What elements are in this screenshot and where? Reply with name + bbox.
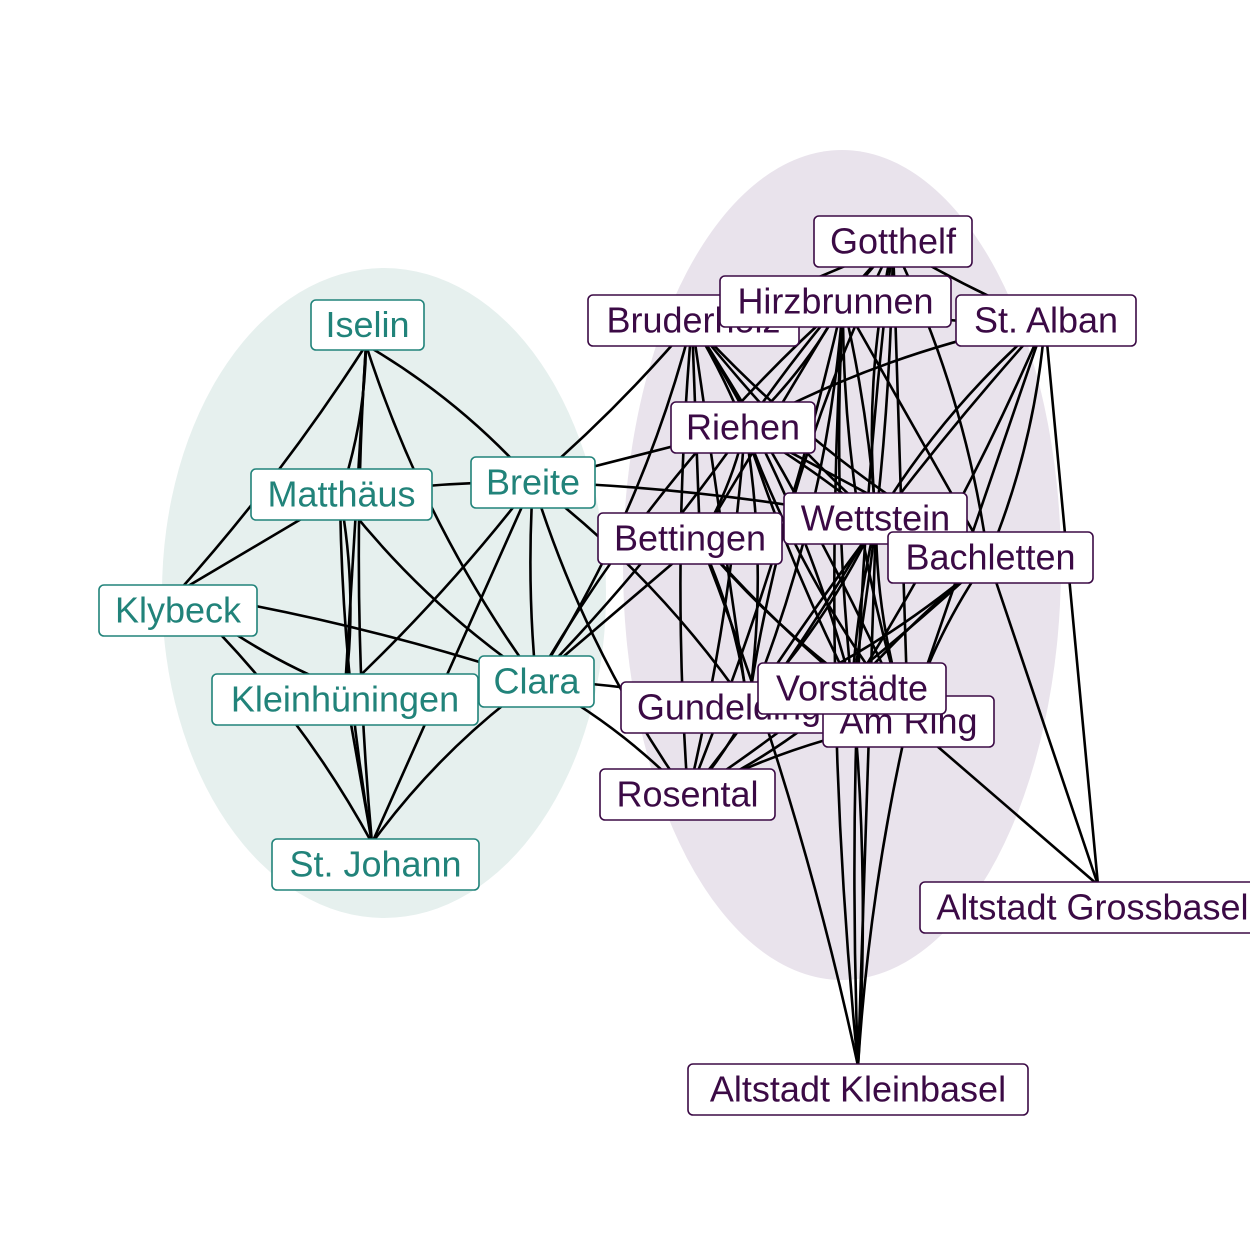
edge-breite-rosental <box>531 481 690 797</box>
edge-breite-stjohann <box>370 481 535 844</box>
node-rosental: Rosental <box>599 768 776 821</box>
cluster-hull-a <box>162 268 606 918</box>
node-iselin: Iselin <box>310 299 425 351</box>
node-box <box>670 401 816 454</box>
edge-riehen-rosental <box>686 427 747 797</box>
node-altgross: Altstadt Grossbasel <box>919 881 1250 934</box>
node-label: Bachletten <box>905 537 1075 578</box>
node-label: Riehen <box>686 407 800 448</box>
node-breite: Breite <box>470 456 596 509</box>
node-label: Rosental <box>616 774 758 815</box>
edge-stalban-altgross <box>1043 320 1100 886</box>
node-vorstaedte: Vorstädte <box>757 662 947 715</box>
node-label: Bettingen <box>614 518 766 559</box>
node-gotthelf: Gotthelf <box>813 215 973 268</box>
node-bachletten: Bachletten <box>887 531 1094 584</box>
node-label: Matthäus <box>267 474 415 515</box>
node-box <box>719 275 952 328</box>
node-box <box>98 584 258 637</box>
node-label: Altstadt Grossbasel <box>936 887 1248 928</box>
node-box <box>687 1063 1029 1116</box>
node-box <box>470 456 596 509</box>
node-stalban: St. Alban <box>955 294 1137 347</box>
node-label: Klybeck <box>115 590 242 631</box>
node-box <box>271 838 480 891</box>
node-box <box>478 655 595 708</box>
node-label: Altstadt Kleinbasel <box>710 1069 1006 1110</box>
node-label: Hirzbrunnen <box>737 281 933 322</box>
node-altklein: Altstadt Kleinbasel <box>687 1063 1029 1116</box>
node-box <box>211 673 479 726</box>
node-matthaeus: Matthäus <box>250 468 433 521</box>
node-box <box>310 299 425 351</box>
edge-bettingen-altklein <box>698 539 860 1067</box>
edge-bachletten-altgross <box>986 557 1100 886</box>
node-label: St. Johann <box>289 844 461 885</box>
node-box <box>597 512 783 565</box>
node-stjohann: St. Johann <box>271 838 480 891</box>
node-label: Vorstädte <box>776 668 928 709</box>
node-box <box>887 531 1094 584</box>
node-kleinhueningen: Kleinhüningen <box>211 673 479 726</box>
node-klybeck: Klybeck <box>98 584 258 637</box>
node-box <box>757 662 947 715</box>
node-box <box>919 881 1250 934</box>
node-box <box>813 215 973 268</box>
node-label: Kleinhüningen <box>231 679 459 720</box>
node-clara: Clara <box>478 655 595 708</box>
node-hirzbrunnen: Hirzbrunnen <box>719 275 952 328</box>
edge-gotthelf-altklein <box>853 243 895 1067</box>
node-label: Clara <box>493 661 580 702</box>
edge-riehen-vorstaedte <box>743 427 854 689</box>
node-label: St. Alban <box>974 300 1118 341</box>
node-box <box>599 768 776 821</box>
node-label: Iselin <box>325 304 409 345</box>
edge-iselin-stjohann <box>357 344 374 844</box>
node-label: Breite <box>486 462 580 503</box>
node-riehen: Riehen <box>670 401 816 454</box>
node-label: Gotthelf <box>830 221 957 262</box>
edge-stalban-bachletten <box>986 320 1047 559</box>
node-box <box>955 294 1137 347</box>
node-box <box>250 468 433 521</box>
edge-iselin-clara <box>364 344 538 681</box>
node-bettingen: Bettingen <box>597 512 783 565</box>
edge-riehen-gundeldingen <box>743 427 760 709</box>
edge-breite-kleinhueningen <box>344 481 535 691</box>
edge-clara-hirzbrunnen <box>534 301 844 681</box>
edge-hirzbrunnen-bachletten <box>841 301 990 559</box>
